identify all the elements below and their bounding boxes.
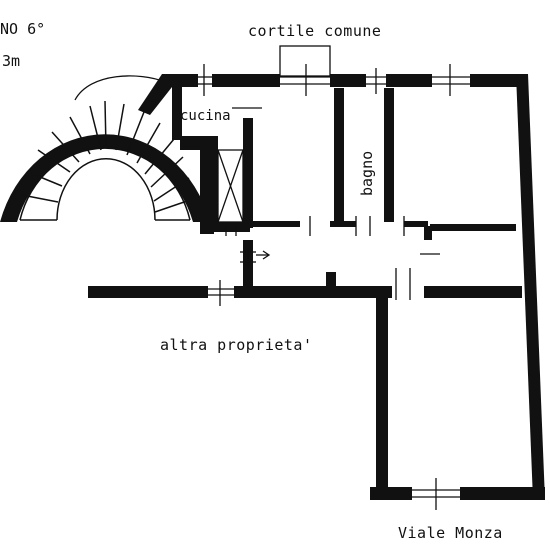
courtyard-label: cortile comune [248,22,381,40]
street-label: Viale Monza [398,524,503,542]
floor-label: NO 6° [0,20,45,38]
bathroom-label: bagno [358,151,376,196]
height-label: 3m [2,52,20,70]
kitchen-label: cucina [180,108,231,124]
other-property-label: altra proprieta' [160,336,313,354]
windows [198,45,470,510]
walls [88,74,545,500]
spiral-staircase [0,75,210,222]
